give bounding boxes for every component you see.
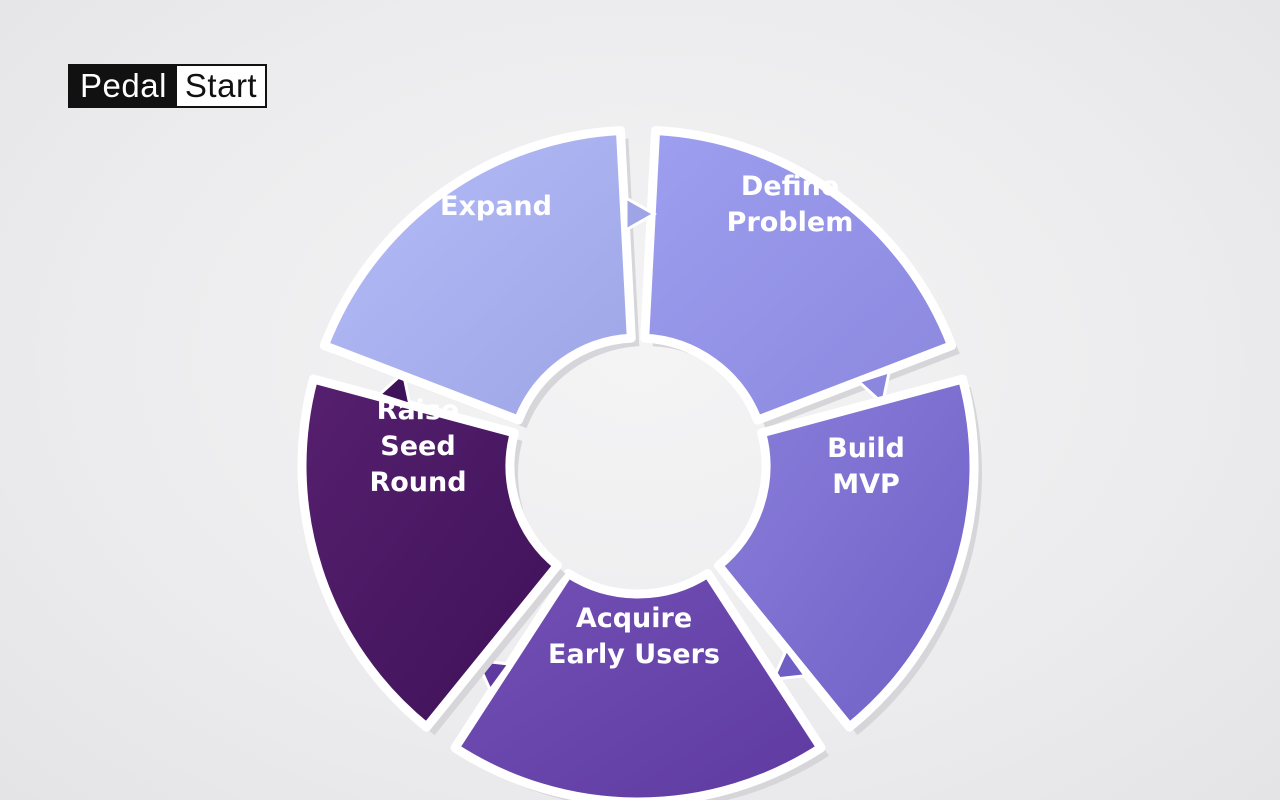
arrow-define-problem xyxy=(855,369,892,407)
label-line: MVP xyxy=(832,469,900,500)
segment-raise-seed-round xyxy=(297,374,562,732)
label-line: Acquire xyxy=(576,603,692,634)
label-line: Raise xyxy=(377,395,460,426)
label-line: Seed xyxy=(380,431,455,462)
segment-define-problem xyxy=(640,125,957,425)
segment-build-mvp xyxy=(714,374,979,732)
label-line: Expand xyxy=(440,191,552,222)
pedalstart-logo: Pedal Start xyxy=(68,64,268,108)
logo-word-pedal: Pedal xyxy=(70,66,177,106)
label-line: Round xyxy=(369,467,466,498)
label-line: Build xyxy=(827,433,905,464)
arrow-raise-seed-round xyxy=(376,370,412,407)
arrow-build-mvp xyxy=(770,646,808,682)
segment-acquire-early-users xyxy=(450,568,826,800)
label-line: Early Users xyxy=(548,639,720,670)
label-expand: Expand xyxy=(440,191,552,222)
arrow-expand xyxy=(624,195,658,233)
logo-word-start: Start xyxy=(176,66,266,106)
label-line: Define xyxy=(741,171,839,202)
segment-expand xyxy=(319,125,636,425)
label-line: Problem xyxy=(727,207,854,238)
